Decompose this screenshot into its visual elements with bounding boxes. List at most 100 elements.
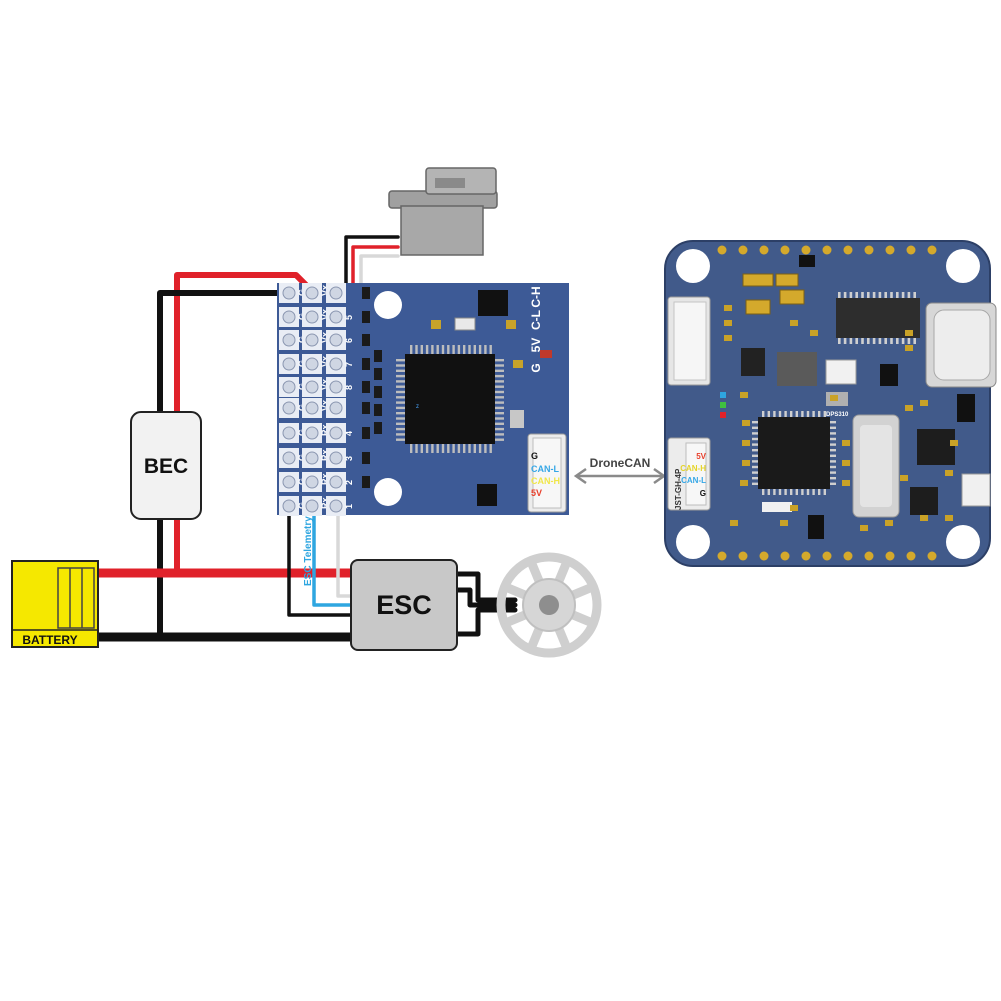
node-pin-label: Vx xyxy=(320,356,330,367)
fc-pad xyxy=(885,551,895,561)
node-pin-label: 1 xyxy=(344,504,354,509)
fc-pad xyxy=(780,245,790,255)
fc-can-g: G xyxy=(700,489,706,498)
node-can-5v: 5V xyxy=(531,488,542,498)
node-pin xyxy=(326,398,346,418)
node-pin: 6 xyxy=(326,330,354,350)
node-pin-label: 8 xyxy=(344,385,354,390)
node-pin-label: Rx xyxy=(320,473,330,485)
fc-can-h: CAN-H xyxy=(680,464,706,473)
battery-label: BATTERY xyxy=(22,633,77,647)
node-pin: Vx xyxy=(302,307,330,327)
node-pin: Vx xyxy=(302,354,330,374)
motor-wire-1 xyxy=(452,571,518,603)
node-header-label: C-L xyxy=(529,310,543,330)
motor xyxy=(496,552,602,658)
node-pin xyxy=(326,283,346,303)
fc-pad xyxy=(843,551,853,561)
fc-can-connector: JST-GH-4P 5V CAN-H CAN-L G xyxy=(667,437,711,511)
node-pin-label: 4 xyxy=(344,431,354,436)
fc-pad xyxy=(759,551,769,561)
esc-telemetry-wire xyxy=(312,503,354,607)
can-node-board: z GVxGVx5GVx6GVx7GVx8GVxGRx4GRx3GRx2GRx1… xyxy=(277,283,569,516)
node-pin: Vx xyxy=(302,283,330,303)
bec: BEC xyxy=(130,411,202,520)
fc-can-l: CAN-L xyxy=(681,476,706,485)
node-pin: Rx xyxy=(302,472,330,492)
node-pin: Vx xyxy=(302,398,330,418)
node-pin: Rx xyxy=(302,423,330,443)
dps310-label: DPS310 xyxy=(826,412,849,418)
node-pin: 3 xyxy=(326,448,354,468)
fc-pad xyxy=(822,551,832,561)
node-pin-label: Rx xyxy=(320,497,330,509)
node-pin: Rx xyxy=(302,496,330,516)
node-can-h: CAN-H xyxy=(531,476,560,486)
fc-jst-label: JST-GH-4P xyxy=(674,468,683,510)
node-pin: Vx xyxy=(302,330,330,350)
node-pin: 2 xyxy=(326,472,354,492)
dronecan-label: DroneCAN xyxy=(590,456,651,470)
wires xyxy=(93,235,518,642)
svg-text:z: z xyxy=(416,404,419,410)
fc-pad xyxy=(927,551,937,561)
node-pin: 1 xyxy=(326,496,354,516)
fc-pad xyxy=(738,245,748,255)
bec-label: BEC xyxy=(144,455,188,478)
node-pin: Vx xyxy=(302,377,330,397)
fc-pad xyxy=(717,551,727,561)
fc-pad xyxy=(717,245,727,255)
fc-pad xyxy=(822,245,832,255)
fc-pad xyxy=(885,245,895,255)
node-can-g: G xyxy=(531,451,538,461)
node-pin-label: 7 xyxy=(344,362,354,367)
node-pin-label: Rx xyxy=(320,449,330,461)
node-mcu: z xyxy=(396,345,504,453)
node-pin: 5 xyxy=(326,307,354,327)
fc-pad xyxy=(759,245,769,255)
fc-pad xyxy=(801,551,811,561)
fc-can-5v: 5V xyxy=(696,452,706,461)
flight-controller-board: DPS310 JST-GH-4P 5V CAN-H CAN-L G xyxy=(664,240,997,567)
node-pin-label: Vx xyxy=(320,309,330,320)
node-header-label: G xyxy=(529,363,543,372)
node-pin: 4 xyxy=(326,423,354,443)
motor-wire-2 xyxy=(452,587,518,608)
esc-black-signal xyxy=(287,498,354,617)
node-pin-label: Vx xyxy=(320,285,330,296)
esc-label: ESC xyxy=(376,590,432,620)
node-header-label: 5V xyxy=(529,338,543,353)
node-pin-label: Vx xyxy=(320,400,330,411)
fc-pad xyxy=(801,245,811,255)
fc-pad xyxy=(906,245,916,255)
battery: BATTERY xyxy=(11,560,99,648)
fc-pad xyxy=(864,245,874,255)
node-pin: 7 xyxy=(326,354,354,374)
esc: ESC xyxy=(350,559,458,651)
esc-telemetry-label: ESC Telemetry xyxy=(303,516,314,586)
motor-wire-3 xyxy=(452,607,518,637)
fc-pad xyxy=(864,551,874,561)
node-pin-label: 6 xyxy=(344,338,354,343)
dronecan-link: DroneCAN xyxy=(573,456,667,485)
node-can-connector: G CAN-L CAN-H 5V xyxy=(527,433,567,513)
fc-pad xyxy=(780,551,790,561)
fc-pad xyxy=(906,551,916,561)
node-pin-label: Vx xyxy=(320,379,330,390)
esc-white-signal xyxy=(336,503,354,598)
node-pin-label: 3 xyxy=(344,456,354,461)
fc-pad xyxy=(843,245,853,255)
node-pin: 8 xyxy=(326,377,354,397)
node-header-label: C-H xyxy=(529,286,543,307)
node-pin-label: 2 xyxy=(344,480,354,485)
node-pin-label: Rx xyxy=(320,424,330,436)
node-can-l: CAN-L xyxy=(531,464,559,474)
fc-pad xyxy=(738,551,748,561)
servo xyxy=(388,167,498,256)
bec-black-wire xyxy=(157,290,298,415)
node-pin: Rx xyxy=(302,448,330,468)
fc-pad xyxy=(927,245,937,255)
node-pin-label: 5 xyxy=(344,315,354,320)
node-pin-label: Vx xyxy=(320,332,330,343)
